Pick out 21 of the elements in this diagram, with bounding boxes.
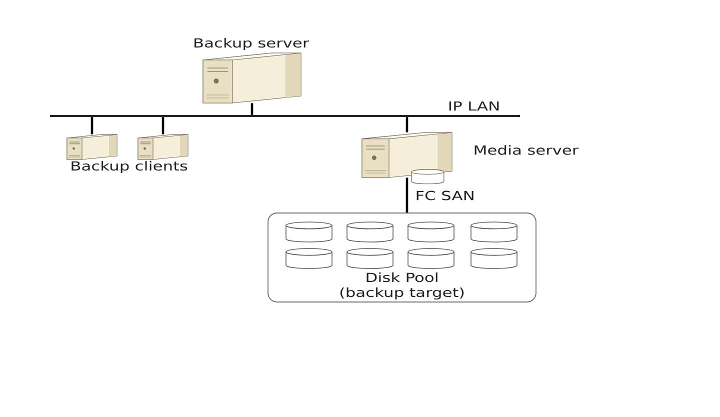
node-label: Backup server [194, 38, 310, 50]
caption-text: Backup clients [72, 160, 188, 174]
disk-cylinder [470, 248, 518, 269]
disk-cylinder [470, 222, 518, 242]
client-computer [66, 134, 118, 160]
node-label: IP LAN [449, 101, 499, 111]
disk-cylinder [408, 222, 454, 242]
connector-line [250, 103, 254, 115]
disk-cylinder [408, 248, 454, 269]
disk-cylinder [346, 248, 394, 269]
client-computer [138, 134, 188, 160]
node-label: Media server [474, 145, 579, 155]
connector-line [162, 117, 164, 134]
connector-line [406, 117, 408, 132]
edge-label: FC SAN [414, 190, 476, 202]
connector-line [90, 117, 94, 134]
disk-pool-box: Disk Pool (backup target) [268, 212, 536, 302]
disk-cylinder [346, 222, 394, 242]
connector-line [406, 178, 408, 213]
disk-cylinder [286, 222, 332, 242]
disk-cylinder [286, 248, 332, 269]
